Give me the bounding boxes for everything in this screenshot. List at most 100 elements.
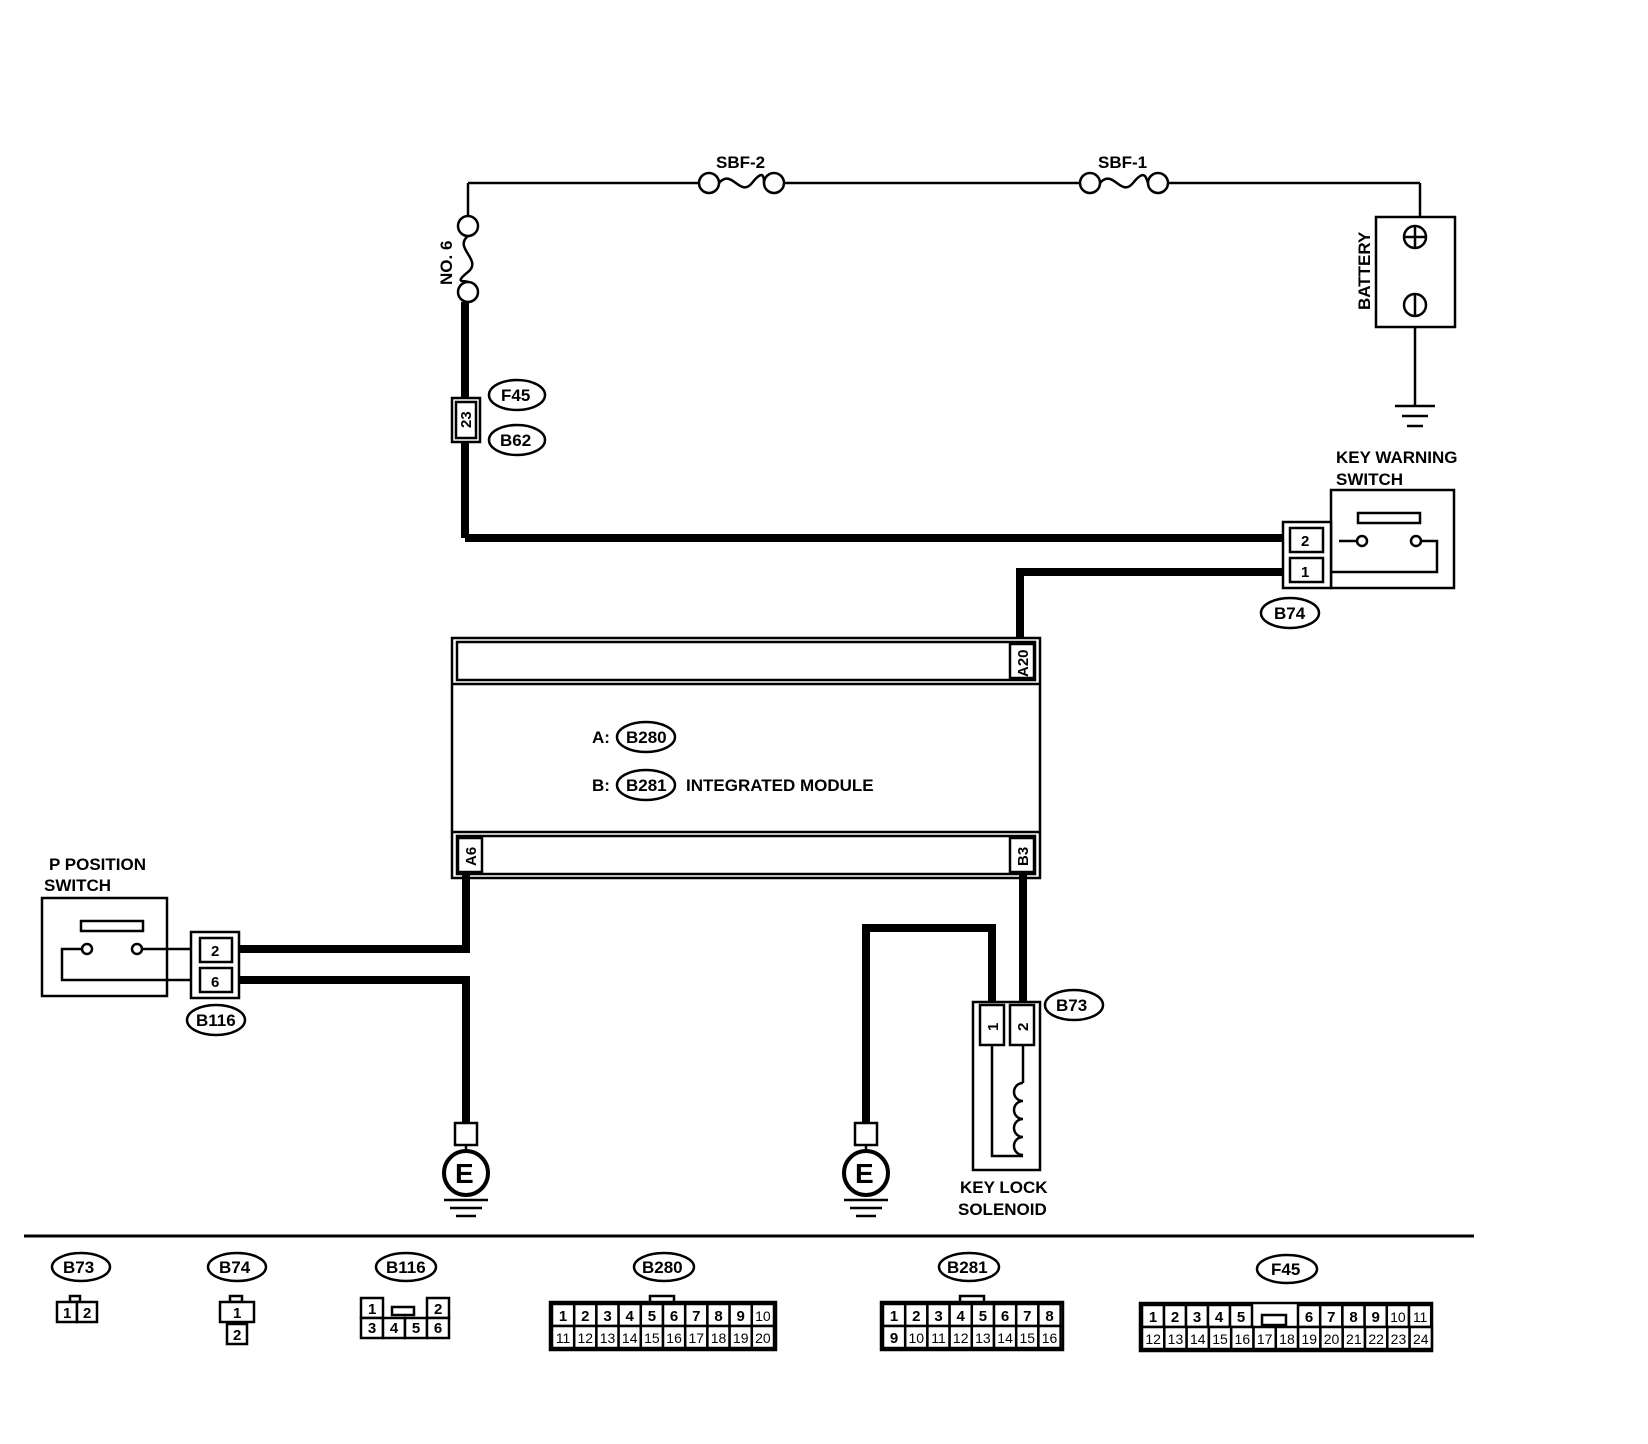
module-connector-a: B280 [626,728,667,747]
connector-view-b280-pin: 4 [626,1308,635,1325]
connector-view-b116-pin: 2 [434,1301,442,1318]
connector-view-b281-pin: 6 [1001,1308,1009,1325]
connector-view-f45-pin: 15 [1212,1331,1228,1347]
key-lock-solenoid: 1 2 B73 KEY LOCK SOLENOID [958,988,1105,1219]
connector-view-b116-pin: 3 [368,1320,376,1337]
connector-view-b281-pin: 10 [909,1330,925,1346]
module-connector-b: B281 [626,776,667,795]
connector-view-f45-pin: 8 [1349,1309,1357,1326]
connector-view-b281-pin: 13 [975,1330,991,1346]
key-warning-switch-label-2: SWITCH [1336,470,1403,489]
connector-view-b280-name: B280 [642,1258,683,1277]
connector-view-b280-pin: 12 [578,1330,594,1346]
connector-view-f45-pin: 22 [1368,1331,1384,1347]
connector-view-b116-pin: 5 [412,1320,420,1337]
connector-view-b281-pin: 8 [1045,1308,1053,1325]
key-lock-solenoid-label-1: KEY LOCK [960,1178,1048,1197]
connector-view-b281-pin: 1 [890,1308,898,1325]
connector-view-f45-pin: 4 [1215,1309,1224,1326]
connector-view-b280-pin: 3 [603,1308,611,1325]
connector-view-b116-pin: 4 [390,1320,399,1337]
connector-view-f45-pin: 21 [1346,1331,1362,1347]
connector-b62-label: B62 [500,431,531,450]
fuse-no6-label: NO. 6 [437,241,456,285]
connector-view-b74-pin: 1 [233,1305,241,1322]
connector-view-b280-pin: 9 [737,1308,745,1325]
connector-view-f45-pin: 12 [1145,1331,1161,1347]
connector-view-b280-pin: 5 [648,1308,656,1325]
integrated-module: A20 A6 B3 A: B280 B: B281 INTEGRATED MOD… [450,636,1042,880]
module-label: INTEGRATED MODULE [686,776,874,795]
connector-view-f45-pin: 6 [1305,1309,1313,1326]
connector-view-b280-pin: 14 [622,1330,638,1346]
connector-view-b281-cell [1037,1324,1062,1350]
power-supply-line [466,181,1422,228]
connector-view-f45-pin: 20 [1324,1331,1340,1347]
connector-view-b73-pin: 2 [83,1305,91,1322]
module-pin-a6: A6 [463,847,480,866]
connector-view-b280-pin: 10 [755,1308,771,1324]
connector-view-b73-name: B73 [63,1258,94,1277]
connector-view-f45-pin: 10 [1390,1309,1406,1325]
connector-b73-label: B73 [1056,996,1087,1015]
ground-1-symbol: E [455,1158,474,1189]
connector-view-b281-pin: 3 [934,1308,942,1325]
connector-view-b280-pin: 1 [559,1308,567,1325]
key-warning-switch: KEY WARNING SWITCH 2 1 B74 [1259,448,1458,630]
ground-1: E [442,1121,490,1218]
key-lock-pin-right: 2 [1015,1023,1032,1031]
connector-view-f45-pin: 3 [1193,1309,1201,1326]
connector-view-b116-name: B116 [386,1258,426,1277]
connector-view-b281-pin: 2 [912,1308,920,1325]
connector-view-b74-name: B74 [219,1258,251,1277]
fuse-sbf2: SBF-2 [697,153,786,195]
connector-view-b280-pin: 16 [666,1330,682,1346]
connector-view-b281-pin: 12 [953,1330,969,1346]
connector-view-b281-pin: 4 [957,1308,966,1325]
connector-view-f45-pin: 1 [1149,1309,1157,1326]
connector-view-b280-pin: 13 [600,1330,616,1346]
connector-view-b281-pin: 14 [997,1330,1013,1346]
connector-view-b280-pin: 15 [644,1330,660,1346]
key-warning-pin-bottom: 1 [1301,564,1309,581]
solenoid-coil-icon [1012,1081,1024,1157]
ground-2-symbol: E [855,1158,874,1189]
connector-view-b73: B73 1 2 [50,1251,112,1324]
connector-view-b280-pin: 18 [711,1330,727,1346]
module-connector-a-prefix: A: [592,728,610,747]
p-position-switch-label-1: P POSITION [49,855,146,874]
connector-view-b280-pin: 2 [581,1308,589,1325]
connector-view-f45-pin: 18 [1279,1331,1295,1347]
connector-view-b280-pin: 7 [692,1308,700,1325]
connector-view-f45-pin: 7 [1327,1309,1335,1326]
connector-view-b280-pin: 6 [670,1308,678,1325]
connector-view-f45-name: F45 [1271,1260,1300,1279]
key-lock-pin-left: 1 [985,1023,1002,1031]
battery: BATTERY [1355,215,1457,428]
key-warning-switch-label-1: KEY WARNING [1336,448,1458,467]
connector-b74-label: B74 [1274,604,1306,623]
ground-2: E [842,1121,890,1218]
connector-view-b281-pin: 7 [1023,1308,1031,1325]
fuse-sbf1-label: SBF-1 [1098,153,1147,172]
connector-view-f45-pin: 14 [1190,1331,1206,1347]
p-position-switch-label-2: SWITCH [44,876,111,895]
connector-view-b280-cell [750,1324,776,1350]
connector-view-b116-pin: 1 [368,1301,376,1318]
connector-view-b74-pin: 2 [233,1327,241,1344]
battery-label: BATTERY [1355,231,1374,310]
connector-view-b74: B74 1 2 [206,1251,268,1346]
connector-view-b281-pin: 16 [1042,1330,1058,1346]
key-warning-pin-top: 2 [1301,533,1309,550]
connector-view-b281-pin: 9 [890,1330,898,1347]
connector-view-f45-cell [1408,1325,1434,1351]
connector-view-b280-pin: 11 [556,1330,571,1346]
connector-view-b281-name: B281 [947,1258,988,1277]
connector-view-f45-pin: 17 [1257,1331,1273,1347]
connector-view-b281-pin: 15 [1020,1330,1036,1346]
connector-view-f45-pin: 24 [1413,1331,1429,1347]
connector-f45-b62: 23 F45 B62 [450,378,547,457]
